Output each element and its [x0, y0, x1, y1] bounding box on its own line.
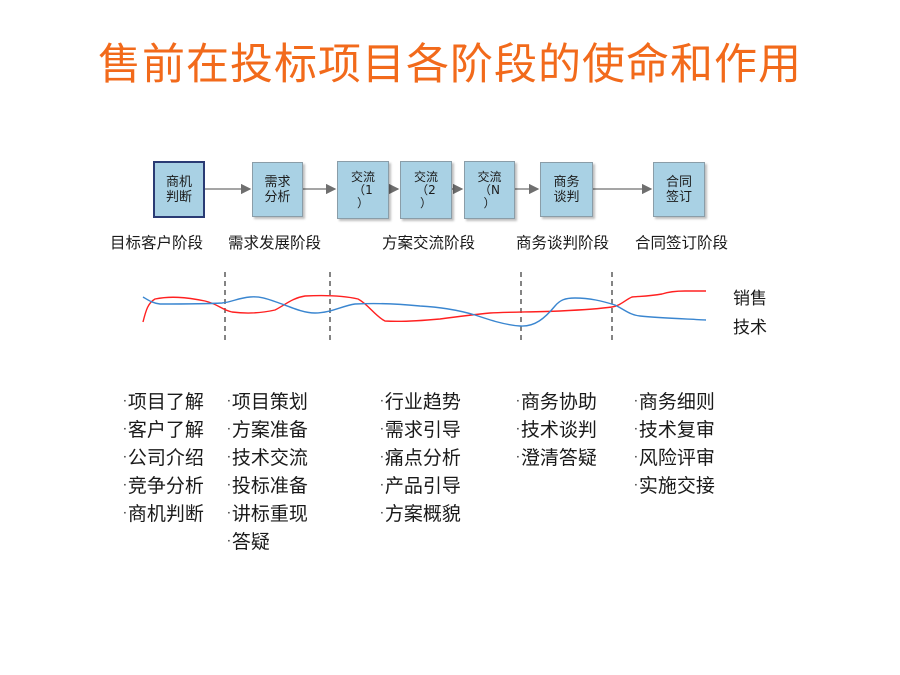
task-item: ·商机判断	[123, 503, 204, 525]
legend-tech: 技术	[733, 318, 767, 338]
task-item: ·风险评审	[634, 447, 715, 469]
task-item: ·商务细则	[634, 391, 715, 413]
stage-label-contract-signing: 合同签订阶段	[635, 234, 729, 252]
flow-box-contract: 合同 签订	[653, 162, 705, 217]
page-title: 售前在投标项目各阶段的使命和作用	[98, 40, 802, 90]
stage-label-business-negotiation: 商务谈判阶段	[516, 234, 610, 252]
task-item: ·竞争分析	[123, 475, 204, 497]
task-item: ·方案概貌	[380, 503, 461, 525]
task-item: ·澄清答疑	[516, 447, 597, 469]
task-item: ·方案准备	[227, 419, 308, 441]
flow-box-label: 商务 谈判	[553, 174, 580, 205]
task-item: ·答疑	[227, 531, 270, 553]
flow-box-label: 交流 （1 ）	[350, 169, 375, 210]
task-item: ·项目了解	[123, 391, 204, 413]
task-item: ·技术交流	[227, 447, 308, 469]
task-list-business-negotiation: ·商务协助 ·技术谈判 ·澄清答疑	[516, 388, 597, 472]
flow-box-label: 交流 （N ）	[477, 169, 502, 210]
task-list-target-customer: ·项目了解 ·客户了解 ·公司介绍 ·竞争分析 ·商机判断	[123, 388, 204, 528]
stage-label-demand-development: 需求发展阶段	[228, 234, 322, 252]
task-item: ·产品引导	[380, 475, 461, 497]
task-item: ·技术复审	[634, 419, 715, 441]
task-list-contract-signing: ·商务细则 ·技术复审 ·风险评审 ·实施交接	[634, 388, 715, 500]
legend-sales: 销售	[733, 289, 767, 309]
flow-box-label: 需求 分析	[264, 174, 291, 205]
flow-box-exchange-1: 交流 （1 ）	[337, 161, 389, 219]
tech-involvement-line	[142, 296, 707, 327]
task-item: ·技术谈判	[516, 419, 597, 441]
task-item: ·痛点分析	[380, 447, 461, 469]
task-item: ·投标准备	[227, 475, 308, 497]
flow-box-exchange-n: 交流 （N ）	[464, 161, 515, 219]
task-item: ·需求引导	[380, 419, 461, 441]
task-item: ·商务协助	[516, 391, 597, 413]
stage-label-solution-exchange: 方案交流阶段	[382, 234, 476, 252]
flow-box-exchange-2: 交流 （2 ）	[400, 161, 452, 219]
task-list-demand-development: ·项目策划 ·方案准备 ·技术交流 ·投标准备 ·讲标重现 ·答疑	[227, 388, 308, 556]
flow-box-label: 商机 判断	[165, 174, 192, 205]
task-list-solution-exchange: ·行业趋势 ·需求引导 ·痛点分析 ·产品引导 ·方案概貌	[380, 388, 461, 528]
flow-box-negotiation: 商务 谈判	[540, 162, 593, 217]
task-item: ·客户了解	[123, 419, 204, 441]
task-item: ·公司介绍	[123, 447, 204, 469]
flow-box-label: 交流 （2 ）	[413, 169, 438, 210]
stage-label-target-customer: 目标客户阶段	[110, 234, 204, 252]
flow-box-label: 合同 签订	[665, 174, 692, 205]
task-item: ·实施交接	[634, 475, 715, 497]
flow-box-requirements: 需求 分析	[252, 162, 303, 217]
flow-box-opportunity: 商机 判断	[153, 161, 205, 218]
task-item: ·讲标重现	[227, 503, 308, 525]
sales-involvement-line	[142, 290, 706, 323]
task-item: ·行业趋势	[380, 391, 461, 413]
task-item: ·项目策划	[227, 391, 308, 413]
